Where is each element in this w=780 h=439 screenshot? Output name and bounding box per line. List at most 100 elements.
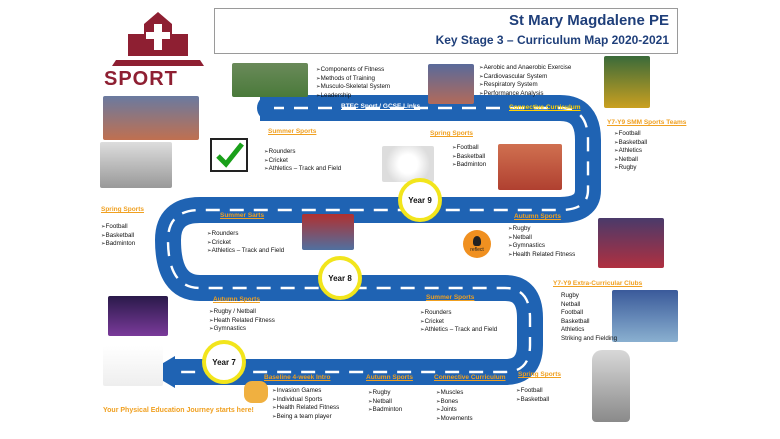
baseline-list: Invasion GamesIndividual Sports Health R… (272, 387, 340, 422)
sport-photo-netball (598, 218, 664, 268)
list-item: Football (452, 144, 486, 153)
year8-marker: Year 8 (318, 256, 362, 300)
list-item: Rugby (508, 225, 575, 234)
title-box: St Mary Magdalene PE Key Stage 3 – Curri… (214, 8, 678, 54)
sport-photo-hurdles (428, 64, 474, 104)
y7-connective-label: Connective Curriculum (434, 374, 506, 381)
sport-photo-athlete (103, 96, 199, 140)
list-item: Cricket (264, 157, 341, 166)
list-item: Cardiovascular System (479, 73, 571, 82)
list-item: Leadership (316, 92, 390, 101)
list-item: Rugby / Netball (209, 308, 275, 317)
y7-summer-label: Summer Sports (426, 294, 475, 301)
list-item: Athletics – Track and Field (264, 165, 342, 174)
sport-photo-football (604, 56, 650, 108)
list-item: Rounders (207, 230, 284, 239)
sport-photo-weightlifting (100, 142, 172, 188)
y7-autumn-label: Autumn Sports (213, 296, 260, 303)
list-item: Heath Related Fitness (209, 317, 275, 326)
page-subtitle: Key Stage 3 – Curriculum Map 2020-2021 (435, 33, 669, 47)
list-item: Respiratory System (479, 81, 571, 90)
list-item: Rugby (368, 389, 402, 398)
list-item: Movements (436, 415, 473, 424)
y7-spring-label: Spring Sports (518, 371, 561, 378)
list-item: Invasion Games (272, 387, 339, 396)
list-item: Basketball (561, 317, 590, 325)
list-item: Methods of Training (316, 75, 390, 84)
y9-spring-list: FootballBasketballBadminton (452, 144, 487, 170)
list-item: Athletics (561, 326, 585, 334)
list-item: Components of Fitness (316, 66, 390, 75)
y7-autumn2-list: RugbyNetballBadminton (368, 389, 403, 415)
connective-top-label: Connective Curriculum (509, 104, 581, 111)
list-item: Netball (368, 398, 402, 407)
list-item: Rounders (420, 309, 497, 318)
list-item: Gymnastics (209, 325, 275, 334)
list-item: Netball (508, 234, 575, 243)
list-item: Basketball (614, 139, 648, 148)
btec-list: Components of FitnessMethods of Training… (316, 66, 390, 100)
y7-autumn-list: Rugby / NetballHeath Related FitnessGymn… (209, 308, 275, 334)
list-item: Football (561, 309, 584, 317)
list-item: Being a team player (272, 413, 339, 422)
teams-label: Y7-Y9 SMM Sports Teams (607, 119, 687, 126)
journey-caption: Your Physical Education Journey starts h… (103, 407, 254, 414)
connective-top-list: Aerobic and Anaerobic ExerciseCardiovasc… (479, 64, 572, 99)
list-item: Netball (561, 300, 581, 308)
year7-marker: Year 7 (202, 340, 246, 384)
list-item: Performance Analysis (479, 90, 571, 99)
sport-logo: SPORT (104, 10, 208, 93)
checkmark-icon (210, 138, 248, 172)
reflect-bulb-icon: reflect (463, 230, 491, 258)
list-item: Badminton (101, 240, 136, 249)
list-item: Joints (436, 406, 473, 415)
list-item: Bones (436, 398, 473, 407)
y8-summer-label: Summer Sarts (220, 212, 265, 219)
sport-photo-javelin (302, 214, 354, 250)
list-item: Gymnastics (508, 242, 575, 251)
y9-autumn-label: Autumn Sports (514, 213, 561, 220)
logo-text: SPORT (104, 68, 178, 90)
list-item: Cricket (420, 318, 497, 327)
y9-summer-list: RoundersCricketAthletics – Track and Fie… (264, 148, 342, 174)
list-item: Football (101, 223, 135, 232)
year9-marker: Year 9 (398, 178, 442, 222)
list-item: Athletics (614, 147, 647, 156)
anatomy-image (498, 144, 562, 190)
list-item: Striking and Fielding (561, 334, 618, 342)
list-item: Muscles (436, 389, 473, 398)
list-item: Cricket (207, 239, 284, 248)
list-item: Aerobic and Anaerobic Exercise (479, 64, 572, 73)
list-item: Badminton (452, 161, 487, 170)
list-item: Rugby (614, 164, 647, 173)
list-item: Musculo-Skeletal System (316, 83, 390, 92)
balls-image (382, 146, 434, 182)
trophy-image (592, 350, 630, 422)
list-item: Basketball (516, 396, 550, 405)
btec-label: BTEC Sport / GCSE Links (341, 103, 421, 110)
y8-spring-list: FootballBasketballBadminton (101, 223, 136, 249)
list-item: Rounders (264, 148, 341, 157)
list-item: Individual Sports (272, 396, 339, 405)
list-item: Football (516, 387, 549, 396)
y8-summer-list: RoundersCricketAthletics – Track and Fie… (207, 230, 285, 256)
list-item: Athletics – Track and Field (207, 247, 285, 256)
sport-photo-gymnast (108, 296, 168, 336)
baseline-label: Baseline 4-week Intro (264, 374, 331, 381)
list-item: Health Related Fitness (508, 251, 576, 260)
y8-spring-label: Spring Sports (101, 206, 144, 213)
y7-connective-list: MusclesBones JointsMovements (436, 389, 473, 423)
list-item: Football (614, 130, 647, 139)
list-item: Netball (614, 156, 647, 165)
sport-photo-runner (103, 346, 163, 386)
list-item: Rugby (561, 292, 579, 299)
handshake-icon (244, 381, 268, 403)
list-item: Athletics – Track and Field (420, 326, 498, 335)
page-title: St Mary Magdalene PE (508, 12, 669, 29)
list-item: Badminton (368, 406, 403, 415)
sport-photo-fitness (232, 63, 308, 97)
list-item: Basketball (452, 153, 486, 162)
